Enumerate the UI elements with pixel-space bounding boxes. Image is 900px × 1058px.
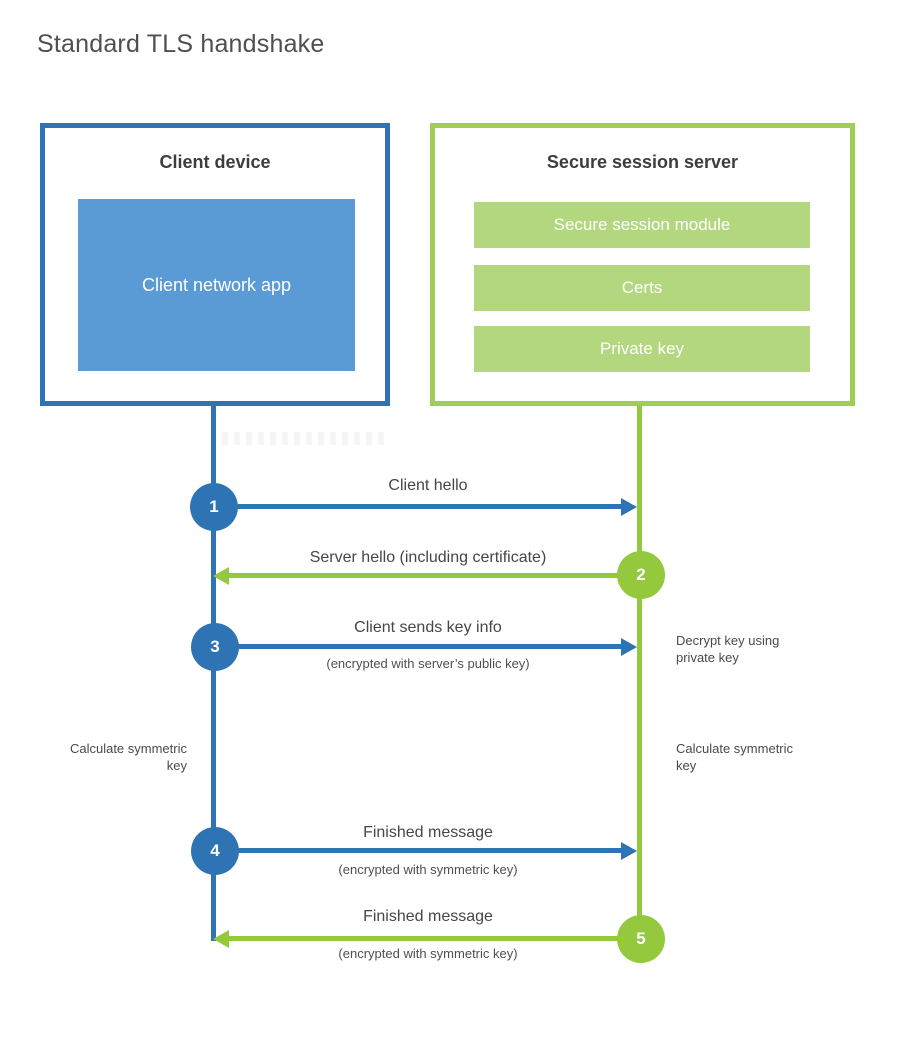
calc-symmetric-key-note-server: Calculate symmetric key [676, 741, 794, 773]
step-2-arrowhead-icon [213, 567, 229, 585]
secure-session-module-label: Secure session module [553, 215, 731, 234]
page-title: Standard TLS handshake [37, 30, 325, 58]
step-3-sublabel: (encrypted with server’s public key) [326, 656, 530, 671]
step-3-arrow [214, 644, 621, 649]
step-5-sublabel: (encrypted with symmetric key) [338, 946, 518, 961]
step-2-label: Server hello (including certificate) [309, 549, 547, 566]
step-4-sublabel: (encrypted with symmetric key) [338, 862, 518, 877]
private-key-bar: Private key [474, 326, 810, 372]
step-3-label: Client sends key info [354, 619, 502, 636]
step-4-arrowhead-icon [621, 842, 637, 860]
private-key-label: Private key [599, 339, 685, 358]
client-lifeline [211, 405, 216, 941]
client-network-app-label: Client network app [141, 275, 292, 295]
step-2-marker: 2 [617, 551, 665, 599]
calc-symmetric-key-note-client: Calculate symmetric key [69, 741, 187, 773]
step-4-arrow [214, 848, 621, 853]
step-5-number: 5 [636, 929, 646, 948]
step-3-arrowhead-icon [621, 638, 637, 656]
secure-session-module-bar: Secure session module [474, 202, 810, 248]
step-5-arrow [229, 936, 641, 941]
step-2-number: 2 [636, 565, 646, 584]
step-5-marker: 5 [617, 915, 665, 963]
step-3-marker: 3 [191, 623, 239, 671]
step-4-number: 4 [210, 841, 220, 860]
client-network-app-box: Client network app [78, 199, 355, 371]
client-device-box: Client device Client network app [40, 123, 390, 406]
faint-dashes-artifact [222, 432, 387, 445]
step-5-arrowhead-icon [213, 930, 229, 948]
certs-bar: Certs [474, 265, 810, 311]
decrypt-note: Decrypt key using private key [676, 633, 780, 665]
secure-session-server-title: Secure session server [546, 152, 739, 172]
certs-label: Certs [621, 278, 663, 297]
step-1-label: Client hello [388, 477, 468, 494]
secure-session-server-box: Secure session server Secure session mod… [430, 123, 855, 406]
server-lifeline [637, 405, 642, 941]
step-5-label: Finished message [363, 908, 493, 925]
step-4-label: Finished message [363, 824, 493, 841]
step-2-arrow [229, 573, 641, 578]
step-1-marker: 1 [190, 483, 238, 531]
step-4-marker: 4 [191, 827, 239, 875]
step-1-arrow [214, 504, 621, 509]
step-1-arrowhead-icon [621, 498, 637, 516]
step-1-number: 1 [209, 497, 219, 516]
step-3-number: 3 [210, 637, 220, 656]
client-device-title: Client device [159, 152, 271, 172]
